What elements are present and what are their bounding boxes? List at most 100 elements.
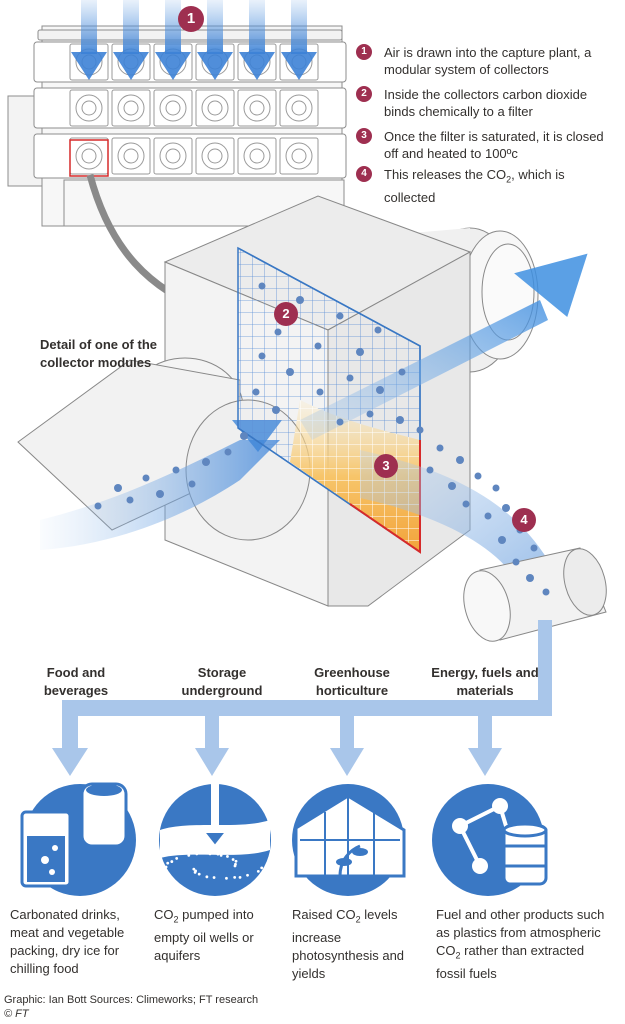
co2-dot (530, 544, 538, 552)
step-4-text: This releases the CO2, which is collecte… (384, 166, 618, 206)
co2-dot (126, 496, 134, 504)
intake-arrow-head (113, 52, 149, 80)
intake-arrow-shaft (207, 0, 223, 54)
desc-greenhouse-post: levels increase photosynthesis and yield… (292, 907, 405, 981)
fan-frame (153, 137, 193, 175)
fan-ring (243, 94, 271, 122)
fan-ring (285, 94, 313, 122)
co2-dot (336, 418, 344, 426)
desc-greenhouse-pre: Raised CO (292, 907, 356, 922)
badge-3: 3 (374, 454, 398, 478)
storage-speckle (175, 857, 179, 860)
storage-speckle (187, 854, 191, 857)
step-4: 4 This releases the CO2, which is collec… (356, 166, 618, 206)
co2-dot (426, 466, 434, 474)
desc-greenhouse-sub: 2 (355, 914, 361, 925)
fan-hub (81, 148, 97, 164)
step-3-text: Once the filter is saturated, it is clos… (384, 129, 604, 161)
greenhouse-icon (292, 784, 406, 896)
storage-speckle (194, 869, 197, 873)
fan-ring (201, 94, 229, 122)
co2-dot (416, 426, 424, 434)
desc-storage-pre: CO (154, 907, 174, 922)
fan-ring (117, 94, 145, 122)
fan-frame (237, 137, 277, 175)
co2-dot (374, 326, 382, 334)
co2-dot (398, 368, 406, 376)
badge-2: 2 (274, 302, 298, 326)
fan-hub (123, 100, 139, 116)
badge-1: 1 (178, 6, 204, 32)
co2-dot (202, 458, 210, 466)
desc-energy-post: rather than extracted fossil fuels (436, 943, 585, 981)
fan-hub (291, 148, 307, 164)
co2-dot (346, 374, 354, 382)
fan-frame (195, 89, 235, 127)
fan-ring (243, 142, 271, 170)
co2-dot (286, 368, 294, 376)
co2-tank (463, 547, 607, 642)
step-2-badge: 2 (356, 86, 372, 102)
energy-icon (432, 784, 548, 896)
fan-frame (153, 89, 193, 127)
fan-hub (207, 148, 223, 164)
step-3: 3 Once the filter is saturated, it is cl… (356, 128, 618, 162)
intake-arrow-head (71, 52, 107, 80)
co2-dot (142, 474, 150, 482)
co2-dot (474, 472, 482, 480)
step-1: 1 Air is drawn into the capture plant, a… (356, 44, 618, 78)
fan-frame (279, 137, 319, 175)
step-4-sub: 2 (506, 174, 512, 185)
co2-dot (258, 282, 266, 290)
fan-hub (207, 100, 223, 116)
step-1-badge: 1 (356, 44, 372, 60)
fan-ring (75, 142, 103, 170)
co2-dot (336, 312, 344, 320)
storage-icon (159, 784, 271, 896)
co2-dot (492, 484, 500, 492)
co2-dot (366, 410, 374, 418)
co2-dot (462, 500, 470, 508)
fan-ring (201, 142, 229, 170)
co2-dot (240, 432, 248, 440)
storage-speckle (197, 872, 201, 876)
step-1-text: Air is drawn into the capture plant, a m… (384, 45, 592, 77)
co2-dot (498, 536, 506, 544)
copyright: © FT (4, 1008, 29, 1020)
desc-storage: CO2 pumped into empty oil wells or aquif… (154, 906, 264, 965)
co2-dot (502, 504, 510, 512)
storage-speckle (234, 862, 237, 866)
storage-speckle (170, 860, 174, 863)
desc-greenhouse: Raised CO2 levels increase photosynthesi… (292, 906, 422, 983)
co2-dot (484, 512, 492, 520)
fan-ring (159, 94, 187, 122)
co2-dot (258, 352, 266, 360)
desc-food: Carbonated drinks, meat and vegetable pa… (10, 907, 125, 976)
step-2-text: Inside the collectors carbon dioxide bin… (384, 87, 588, 119)
distribution-pipes (52, 620, 552, 776)
intake-arrow-shaft (165, 0, 181, 54)
co2-dot (274, 328, 282, 336)
fan-hub (165, 148, 181, 164)
co2-dot (542, 588, 550, 596)
desc-storage-post: pumped into empty oil wells or aquifers (154, 907, 254, 963)
desc-energy-pre: Fuel and other products such as plastics… (436, 907, 605, 958)
co2-dot (296, 296, 304, 304)
co2-dot (188, 480, 196, 488)
fan-hub (165, 100, 181, 116)
co2-flow (360, 450, 560, 600)
storage-speckle (195, 852, 199, 856)
fan-hub (123, 148, 139, 164)
co2-dot (396, 416, 404, 424)
fan-frame (69, 89, 109, 127)
co2-dot (272, 406, 280, 414)
storage-speckle (225, 876, 228, 880)
storage-speckle (246, 873, 249, 877)
storage-speckle (256, 870, 260, 873)
fan-hub (291, 100, 307, 116)
co2-dot (512, 558, 520, 566)
co2-dot (376, 386, 384, 394)
fan-ring (75, 94, 103, 122)
step-4-badge: 4 (356, 166, 372, 182)
storage-speckle (166, 861, 170, 865)
